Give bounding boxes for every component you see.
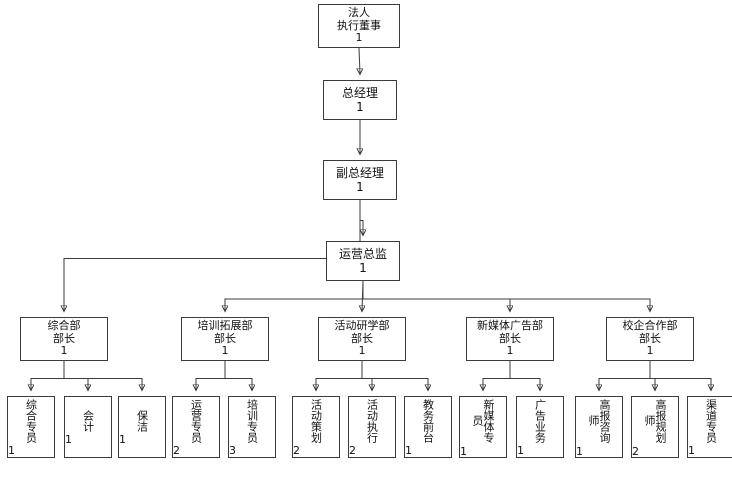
org-node-count: 1 xyxy=(460,445,467,458)
org-node-s12[interactable]: 高报规划师 2 xyxy=(631,396,679,458)
org-node-title: 培训专员 xyxy=(245,398,259,443)
org-node-title: 新媒体专员 xyxy=(471,398,495,443)
org-node-title: 高报咨询师 xyxy=(587,398,611,443)
connector-d1-s3 xyxy=(63,361,142,390)
org-node-s7[interactable]: 活动执行 2 xyxy=(348,396,396,458)
org-node-count: 2 xyxy=(632,445,639,458)
connector-d2-s4 xyxy=(196,361,226,390)
org-node-title: 综合专员 xyxy=(24,398,38,443)
org-node-title: 综合部 xyxy=(47,318,81,332)
org-node-s2[interactable]: 会计 1 xyxy=(64,396,112,458)
org-node-count: 1 xyxy=(359,261,367,275)
org-node-title: 运营专员 xyxy=(189,398,203,443)
org-node-count: 1 xyxy=(517,443,524,457)
org-node-count: 2 xyxy=(173,443,180,457)
org-node-title: 法人 xyxy=(348,5,370,19)
org-node-title: 渠道专员 xyxy=(704,398,718,443)
connector-n1-n2 xyxy=(359,47,360,74)
org-node-count: 1 xyxy=(506,344,514,358)
connector-n4-d4 xyxy=(362,281,510,311)
connector-d5-s12 xyxy=(649,361,655,390)
connector-d5-s11 xyxy=(599,361,651,390)
org-node-count: 1 xyxy=(646,344,654,358)
org-node-subtitle: 部长 xyxy=(214,331,236,345)
connector-d1-s2 xyxy=(63,361,88,390)
connector-d1-s1 xyxy=(31,361,65,390)
org-node-s11[interactable]: 高报咨询师 1 xyxy=(575,396,623,458)
org-node-s6[interactable]: 活动策划 2 xyxy=(292,396,340,458)
org-node-count: 1 xyxy=(65,432,72,446)
org-node-count: 2 xyxy=(293,443,300,457)
org-node-title: 活动策划 xyxy=(309,398,323,443)
org-node-subtitle: 执行董事 xyxy=(337,18,381,32)
org-node-title: 广告业务 xyxy=(533,398,547,443)
connector-d3-s7 xyxy=(361,361,372,390)
connector-n4-d5 xyxy=(362,281,650,311)
org-node-count: 1 xyxy=(356,180,364,194)
org-node-count: 1 xyxy=(405,443,412,457)
connector-d3-s6 xyxy=(316,361,363,390)
org-node-title: 活动执行 xyxy=(365,398,379,443)
org-node-title: 保洁 xyxy=(135,409,149,432)
org-node-s8[interactable]: 教务前台 1 xyxy=(404,396,452,458)
org-node-title: 总经理 xyxy=(341,85,378,100)
org-node-count: 2 xyxy=(349,443,356,457)
org-node-subtitle: 部长 xyxy=(53,331,75,345)
org-node-title: 教务前台 xyxy=(421,398,435,443)
org-node-s4[interactable]: 运营专员 2 xyxy=(172,396,220,458)
org-node-s5[interactable]: 培训专员 3 xyxy=(228,396,276,458)
connector-d3-s8 xyxy=(361,361,428,390)
org-node-subtitle: 部长 xyxy=(351,331,373,345)
org-node-count: 1 xyxy=(576,445,583,458)
connector-d5-s13 xyxy=(649,361,711,390)
org-node-count: 1 xyxy=(221,344,229,358)
org-node-s1[interactable]: 综合专员 1 xyxy=(7,396,55,458)
org-node-s13[interactable]: 渠道专员 1 xyxy=(687,396,732,458)
org-node-title: 会计 xyxy=(81,409,95,432)
org-node-count: 3 xyxy=(229,443,236,457)
org-node-title: 校企合作部 xyxy=(622,318,678,332)
connector-d4-s10 xyxy=(509,361,540,390)
org-node-title: 运营总监 xyxy=(338,246,387,261)
org-node-count: 1 xyxy=(119,432,126,446)
org-node-count: 1 xyxy=(355,31,363,45)
org-node-title: 高报规划师 xyxy=(643,398,667,443)
org-node-subtitle: 部长 xyxy=(639,331,661,345)
org-node-s9[interactable]: 新媒体专员 1 xyxy=(459,396,507,458)
org-node-title: 副总经理 xyxy=(335,165,384,180)
org-node-count: 1 xyxy=(358,344,366,358)
org-node-count: 1 xyxy=(8,443,15,457)
connector-n3-d1 xyxy=(64,200,361,311)
connector-n4-d2 xyxy=(225,281,364,311)
org-node-title: 活动研学部 xyxy=(334,318,390,332)
org-node-title: 新媒体广告部 xyxy=(477,318,543,332)
connector-d4-s9 xyxy=(483,361,511,390)
org-node-count: 1 xyxy=(60,344,68,358)
connector-d2-s5 xyxy=(224,361,252,390)
org-node-s3[interactable]: 保洁 1 xyxy=(118,396,166,458)
org-node-count: 1 xyxy=(356,100,364,114)
org-node-title: 培训拓展部 xyxy=(197,318,253,332)
org-node-s10[interactable]: 广告业务 1 xyxy=(516,396,564,458)
org-node-subtitle: 部长 xyxy=(499,331,521,345)
org-node-count: 1 xyxy=(688,443,695,457)
